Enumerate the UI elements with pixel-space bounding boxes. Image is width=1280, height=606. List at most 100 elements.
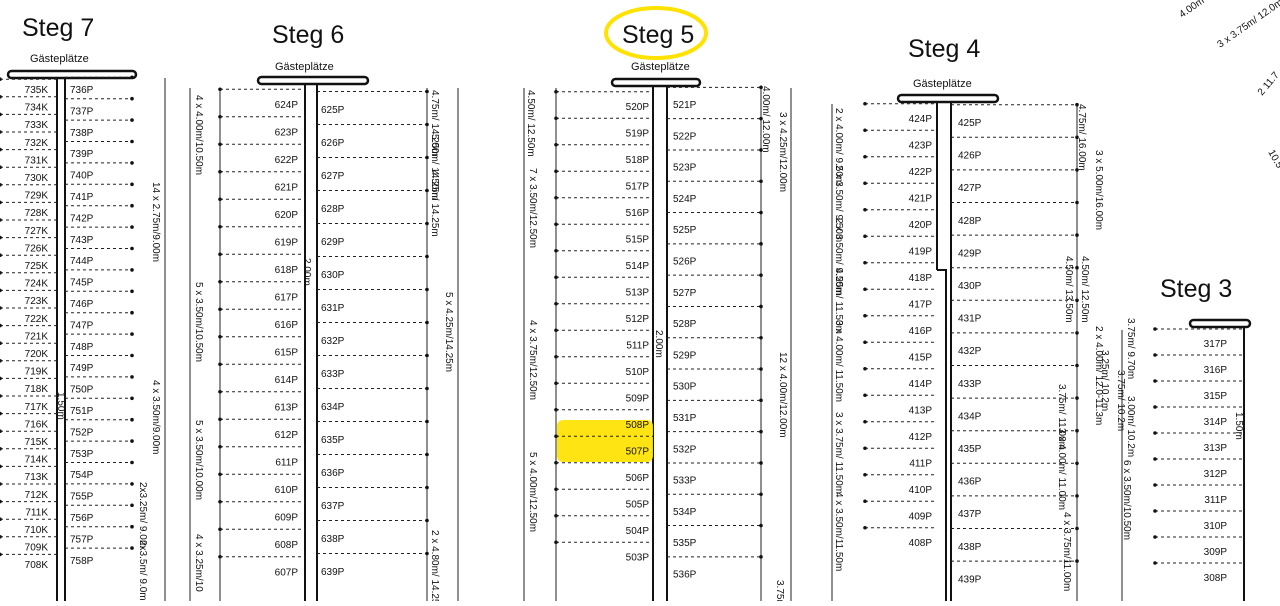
berth-409P[interactable]: 409P xyxy=(909,512,933,523)
berth-425P[interactable]: 425P xyxy=(958,118,982,129)
berth-531P[interactable]: 531P xyxy=(673,413,697,424)
berth-521P[interactable]: 521P xyxy=(673,100,697,111)
berth-412P[interactable]: 412P xyxy=(909,432,933,443)
berth-637P[interactable]: 637P xyxy=(321,501,345,512)
berth-624P[interactable]: 624P xyxy=(275,100,299,111)
berth-411P[interactable]: 411P xyxy=(909,459,932,470)
berth-517P[interactable]: 517P xyxy=(626,182,650,193)
berth-732K[interactable]: 732K xyxy=(25,138,49,149)
berth-630P[interactable]: 630P xyxy=(321,270,345,281)
berth-753P[interactable]: 753P xyxy=(70,449,94,460)
berth-710K[interactable]: 710K xyxy=(25,525,49,536)
berth-536P[interactable]: 536P xyxy=(673,570,697,581)
berth-757P[interactable]: 757P xyxy=(70,534,94,545)
berth-525P[interactable]: 525P xyxy=(673,225,697,236)
berth-749P[interactable]: 749P xyxy=(70,363,94,374)
berth-626P[interactable]: 626P xyxy=(321,138,345,149)
berth-514P[interactable]: 514P xyxy=(626,261,650,272)
berth-718K[interactable]: 718K xyxy=(25,384,49,395)
berth-512P[interactable]: 512P xyxy=(626,314,650,325)
highlighted-berth-508P[interactable] xyxy=(557,420,653,462)
berth-608P[interactable]: 608P xyxy=(275,540,299,551)
berth-633P[interactable]: 633P xyxy=(321,369,345,380)
berth-726K[interactable]: 726K xyxy=(25,243,49,254)
berth-503P[interactable]: 503P xyxy=(626,553,650,564)
berth-414P[interactable]: 414P xyxy=(909,379,933,390)
berth-613P[interactable]: 613P xyxy=(275,403,299,414)
berth-419P[interactable]: 419P xyxy=(909,247,933,258)
berth-427P[interactable]: 427P xyxy=(958,183,982,194)
berth-620P[interactable]: 620P xyxy=(275,210,299,221)
berth-727K[interactable]: 727K xyxy=(25,226,49,237)
berth-312P[interactable]: 312P xyxy=(1204,469,1228,480)
berth-739P[interactable]: 739P xyxy=(70,149,94,160)
berth-728K[interactable]: 728K xyxy=(25,208,49,219)
berth-748P[interactable]: 748P xyxy=(70,342,94,353)
berth-526P[interactable]: 526P xyxy=(673,257,697,268)
berth-737P[interactable]: 737P xyxy=(70,106,94,117)
berth-713K[interactable]: 713K xyxy=(25,472,49,483)
berth-317P[interactable]: 317P xyxy=(1204,339,1228,350)
berth-528P[interactable]: 528P xyxy=(673,319,697,330)
berth-533P[interactable]: 533P xyxy=(673,476,697,487)
berth-609P[interactable]: 609P xyxy=(275,513,299,524)
berth-311P[interactable]: 311P xyxy=(1204,495,1227,506)
berth-723K[interactable]: 723K xyxy=(25,296,49,307)
berth-439P[interactable]: 439P xyxy=(958,574,982,585)
berth-616P[interactable]: 616P xyxy=(275,320,299,331)
berth-719K[interactable]: 719K xyxy=(25,367,49,378)
berth-623P[interactable]: 623P xyxy=(275,128,299,139)
berth-509P[interactable]: 509P xyxy=(626,394,650,405)
berth-622P[interactable]: 622P xyxy=(275,155,299,166)
berth-423P[interactable]: 423P xyxy=(909,141,933,152)
berth-506P[interactable]: 506P xyxy=(626,473,650,484)
berth-436P[interactable]: 436P xyxy=(958,477,982,488)
berth-639P[interactable]: 639P xyxy=(321,567,345,578)
berth-507P[interactable]: 507P xyxy=(626,447,650,458)
berth-437P[interactable]: 437P xyxy=(958,509,982,520)
berth-424P[interactable]: 424P xyxy=(909,114,933,125)
berth-628P[interactable]: 628P xyxy=(321,204,345,215)
berth-716K[interactable]: 716K xyxy=(25,419,49,430)
berth-504P[interactable]: 504P xyxy=(626,526,650,537)
berth-714K[interactable]: 714K xyxy=(25,455,49,466)
berth-413P[interactable]: 413P xyxy=(909,406,933,417)
berth-715K[interactable]: 715K xyxy=(25,437,49,448)
berth-527P[interactable]: 527P xyxy=(673,288,697,299)
berth-511P[interactable]: 511P xyxy=(626,341,649,352)
berth-631P[interactable]: 631P xyxy=(321,303,345,314)
berth-720K[interactable]: 720K xyxy=(25,349,49,360)
berth-434P[interactable]: 434P xyxy=(958,411,982,422)
berth-431P[interactable]: 431P xyxy=(958,314,982,325)
berth-314P[interactable]: 314P xyxy=(1204,417,1228,428)
berth-309P[interactable]: 309P xyxy=(1204,547,1228,558)
berth-751P[interactable]: 751P xyxy=(70,406,94,417)
berth-607P[interactable]: 607P xyxy=(275,568,299,579)
berth-724K[interactable]: 724K xyxy=(25,279,49,290)
berth-433P[interactable]: 433P xyxy=(958,379,982,390)
berth-416P[interactable]: 416P xyxy=(909,326,933,337)
berth-515P[interactable]: 515P xyxy=(626,235,650,246)
berth-709K[interactable]: 709K xyxy=(25,543,49,554)
berth-520P[interactable]: 520P xyxy=(626,102,650,113)
berth-614P[interactable]: 614P xyxy=(275,375,299,386)
berth-636P[interactable]: 636P xyxy=(321,468,345,479)
berth-519P[interactable]: 519P xyxy=(626,129,650,140)
berth-717K[interactable]: 717K xyxy=(25,402,49,413)
berth-522P[interactable]: 522P xyxy=(673,131,697,142)
berth-750P[interactable]: 750P xyxy=(70,385,94,396)
berth-712K[interactable]: 712K xyxy=(25,490,49,501)
berth-758P[interactable]: 758P xyxy=(70,556,94,567)
berth-746P[interactable]: 746P xyxy=(70,299,94,310)
berth-435P[interactable]: 435P xyxy=(958,444,982,455)
berth-625P[interactable]: 625P xyxy=(321,105,345,116)
berth-530P[interactable]: 530P xyxy=(673,382,697,393)
berth-743P[interactable]: 743P xyxy=(70,235,94,246)
berth-738P[interactable]: 738P xyxy=(70,128,94,139)
berth-632P[interactable]: 632P xyxy=(321,336,345,347)
berth-752P[interactable]: 752P xyxy=(70,427,94,438)
berth-420P[interactable]: 420P xyxy=(909,220,933,231)
berth-508P[interactable]: 508P xyxy=(626,420,650,431)
berth-422P[interactable]: 422P xyxy=(909,167,933,178)
berth-438P[interactable]: 438P xyxy=(958,542,982,553)
